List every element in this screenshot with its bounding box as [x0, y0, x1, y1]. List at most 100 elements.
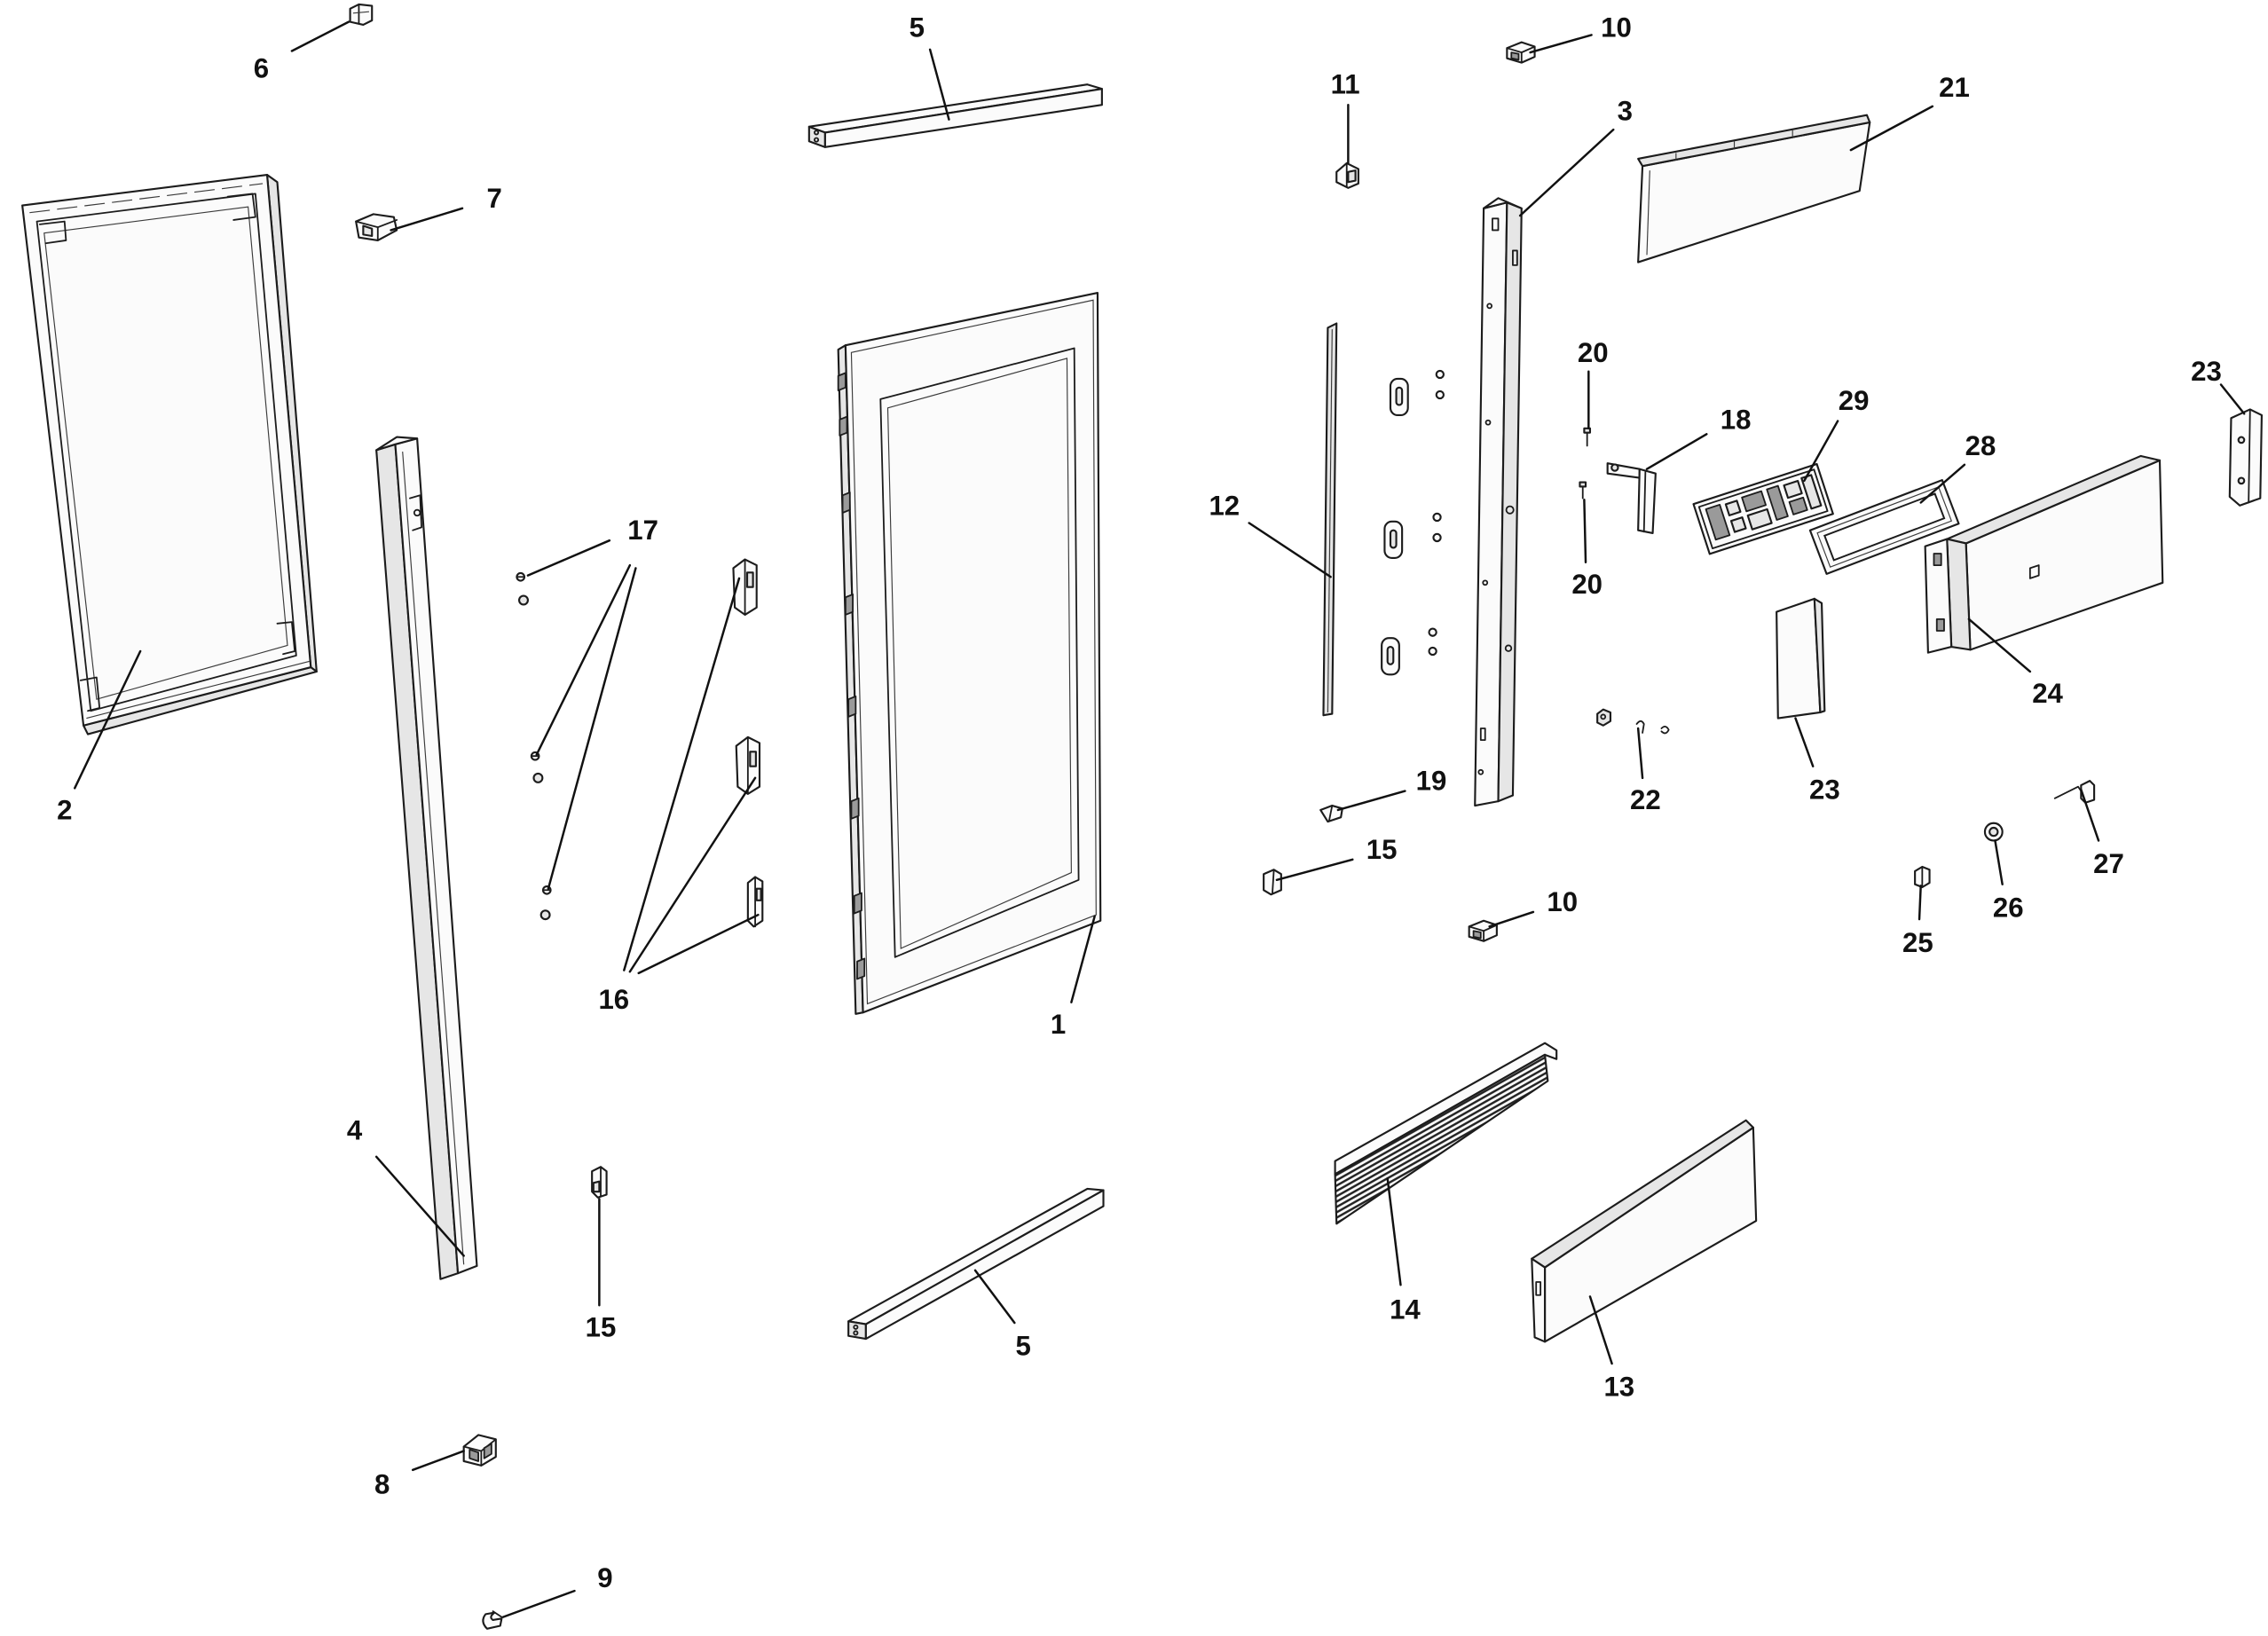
- part-15-left-drawing: [591, 1166, 608, 1199]
- part-26-drawing: [1983, 822, 2004, 842]
- callout-label-15-left: 15: [586, 1311, 617, 1342]
- callout-label-5-bottom: 5: [1016, 1331, 1031, 1362]
- leader-line-25: [1918, 885, 1922, 921]
- callout-label-17: 17: [627, 515, 658, 546]
- part-23-top-drawing: [2228, 408, 2263, 507]
- callout-label-13: 13: [1603, 1372, 1634, 1403]
- part-7-drawing: [355, 213, 398, 242]
- part-9-drawing: [482, 1610, 503, 1630]
- callout-label-20-bottom: 20: [1571, 569, 1603, 600]
- leader-line-10-top: [1529, 34, 1593, 54]
- leader-line-10-middle: [1488, 910, 1535, 928]
- part-10-top-drawing: [1506, 41, 1536, 64]
- leader-line-21: [1849, 105, 1934, 152]
- part-21-drawing: [1637, 114, 1871, 263]
- leader-line-8: [411, 1450, 465, 1472]
- callout-label-10-top: 10: [1601, 12, 1632, 43]
- leader-line-17-b: [535, 563, 632, 756]
- callout-labels: 6 5 10 11 3 21 7 2 17 16 12 20 18 29 28 …: [57, 12, 2222, 1593]
- leader-line-16-b: [628, 776, 757, 973]
- leader-line-15-right: [1275, 858, 1354, 882]
- part-24-drawing: [1924, 454, 2164, 654]
- part-18-drawing: [1606, 462, 1657, 535]
- callout-label-16: 16: [598, 984, 629, 1015]
- leader-line-5-bottom: [973, 1269, 1016, 1325]
- callout-label-9: 9: [597, 1562, 612, 1593]
- part-13-drawing: [1531, 1119, 1758, 1343]
- leader-line-24: [1967, 617, 2032, 673]
- leader-line-2: [74, 649, 142, 790]
- callout-label-24: 24: [2032, 678, 2063, 709]
- callout-label-1: 1: [1051, 1009, 1066, 1040]
- callout-label-5-top: 5: [910, 12, 925, 43]
- callout-label-10-middle: 10: [1547, 886, 1578, 917]
- leader-line-17-a: [526, 539, 611, 577]
- callout-label-2: 2: [57, 794, 72, 825]
- leader-line-14: [1386, 1177, 1402, 1286]
- callout-label-23-top: 23: [2191, 356, 2222, 387]
- part-29-drawing: [1692, 462, 1834, 555]
- callout-label-22: 22: [1630, 784, 1661, 815]
- part-19-drawing: [1319, 804, 1343, 823]
- part-12-drawing: [1322, 322, 1338, 717]
- callout-label-4: 4: [347, 1115, 363, 1146]
- leader-line-16-a: [623, 577, 741, 971]
- leader-line-26: [1994, 839, 2004, 885]
- callout-label-7: 7: [486, 183, 501, 214]
- leader-line-6: [290, 20, 350, 52]
- leader-line-4: [374, 1155, 465, 1257]
- callout-label-18: 18: [1721, 404, 1752, 435]
- leader-line-13: [1588, 1295, 1613, 1365]
- callout-label-11: 11: [1331, 69, 1360, 100]
- callout-label-15-right: 15: [1366, 834, 1398, 865]
- callout-label-29: 29: [1839, 385, 1870, 416]
- leader-line-20-bottom: [1583, 498, 1587, 564]
- part-25-drawing: [1914, 865, 1931, 889]
- callout-label-21: 21: [1939, 72, 1970, 103]
- part-8-drawing: [462, 1434, 497, 1467]
- leader-line-18: [1645, 433, 1708, 470]
- callout-label-12: 12: [1209, 490, 1240, 521]
- callout-label-3: 3: [1618, 95, 1633, 126]
- part-4-drawing: [375, 436, 478, 1280]
- leader-line-27: [2080, 788, 2100, 842]
- leader-line-12: [1248, 522, 1332, 578]
- leader-line-7: [390, 207, 464, 232]
- leader-line-3: [1518, 128, 1615, 217]
- callout-label-28: 28: [1965, 430, 1996, 461]
- leader-line-16-c: [637, 913, 760, 975]
- grommets-drawing: [1381, 369, 1445, 676]
- leader-line-29: [1803, 420, 1839, 483]
- callout-label-23-middle: 23: [1809, 774, 1840, 805]
- part-5-bottom-drawing: [847, 1187, 1105, 1341]
- leader-lines: [74, 20, 2246, 1618]
- callout-label-6: 6: [254, 53, 269, 84]
- part-5-top-drawing: [807, 83, 1103, 148]
- part-11-drawing: [1335, 161, 1359, 189]
- part-1-drawing: [837, 291, 1102, 1015]
- leader-line-1: [1070, 915, 1096, 1003]
- callout-label-14: 14: [1390, 1294, 1421, 1325]
- leader-line-28: [1919, 463, 1966, 504]
- part-6-drawing: [349, 3, 374, 26]
- part-20-screws-drawing: [1579, 427, 1592, 499]
- part-15-right-drawing: [1263, 869, 1282, 896]
- part-28-drawing: [1808, 479, 1960, 575]
- callout-label-19: 19: [1416, 766, 1447, 797]
- callout-label-25: 25: [1902, 927, 1933, 958]
- callout-label-27: 27: [2093, 848, 2124, 879]
- part-23-middle-drawing: [1776, 597, 1826, 720]
- leader-line-19: [1336, 790, 1406, 812]
- callout-label-20-top: 20: [1578, 337, 1609, 368]
- leader-line-23-middle: [1794, 717, 1815, 767]
- part-2-drawing: [21, 173, 318, 735]
- leader-line-17-c: [547, 567, 637, 890]
- part-22-drawing: [1596, 708, 1670, 735]
- leader-line-23-top: [2219, 383, 2246, 415]
- callout-label-26: 26: [1993, 892, 2024, 923]
- leader-line-5-top: [928, 48, 950, 121]
- part-3-drawing: [1474, 197, 1523, 807]
- leader-line-22: [1636, 727, 1644, 780]
